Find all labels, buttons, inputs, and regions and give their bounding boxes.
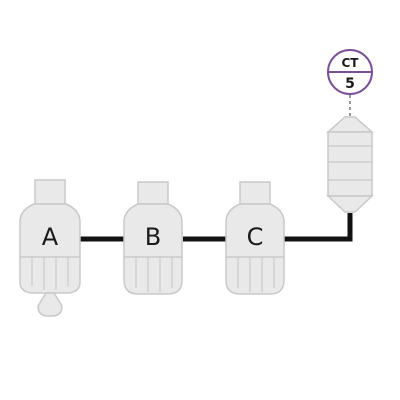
unit-b-label: B: [145, 223, 161, 251]
pipe-c-ct: [283, 213, 353, 242]
vessel-bottom-cone: [326, 195, 374, 213]
unit-b-body: [123, 203, 183, 295]
collection-vessel: [326, 116, 374, 213]
vessel-body: [327, 131, 373, 197]
unit-c-body: [225, 203, 285, 295]
unit-c-top-cap: [239, 181, 271, 205]
unit-c: C: [225, 181, 285, 295]
unit-a: A: [19, 179, 81, 317]
unit-c-label: C: [247, 223, 264, 251]
unit-a-body: [19, 203, 81, 294]
instrument-tag: CT 5: [327, 49, 373, 95]
unit-a-outlet-cone: [37, 292, 63, 317]
unit-b: B: [123, 181, 183, 295]
pipe-network: [80, 213, 353, 242]
tag-code: CT: [342, 56, 360, 70]
unit-b-top-cap: [137, 181, 169, 205]
unit-a-top-cap: [34, 179, 66, 205]
vessel-top-cone: [326, 116, 374, 133]
tag-number: 5: [345, 76, 355, 92]
unit-a-label: A: [42, 223, 59, 251]
